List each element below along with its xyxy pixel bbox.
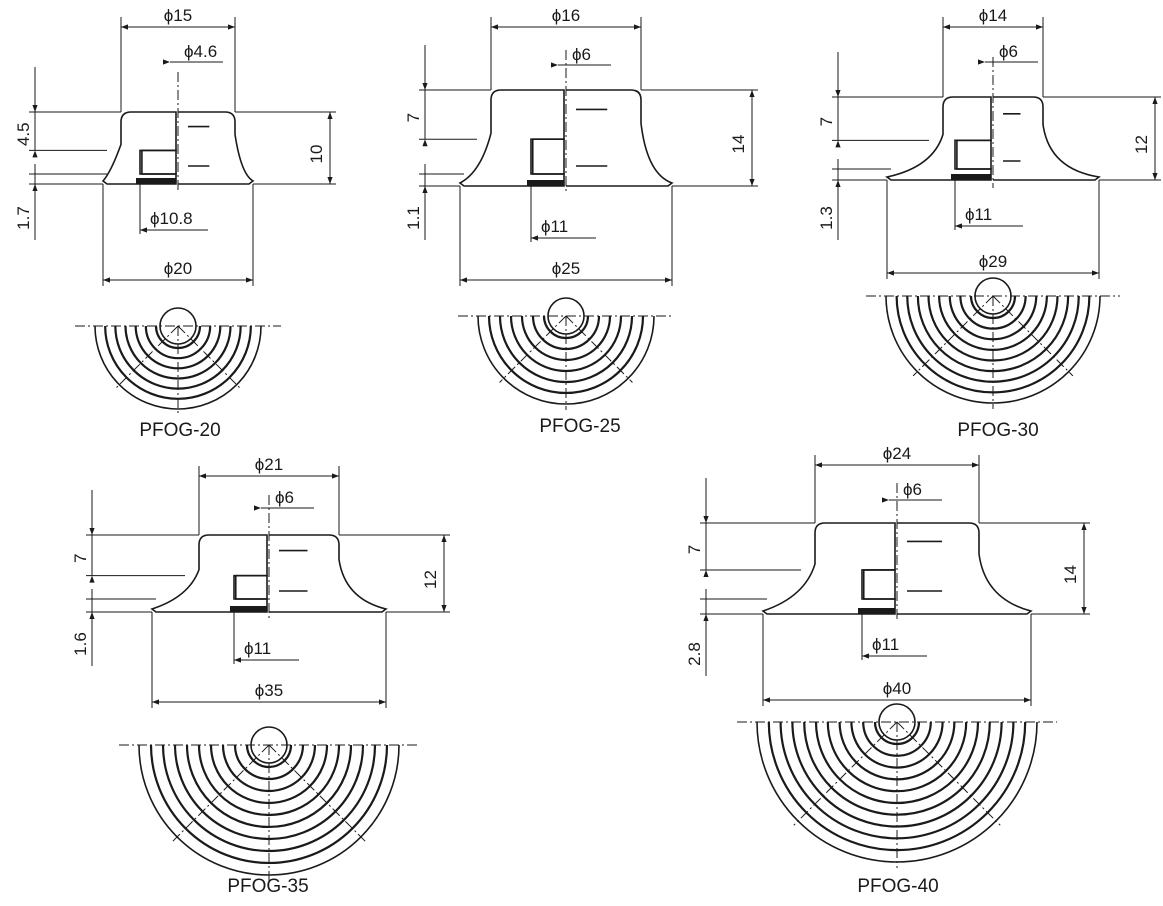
pfog-30-base-plate: [951, 174, 991, 180]
pfog-20-exterior: [178, 111, 255, 185]
pfog-20-bottom-hole-diameter-label: ϕ10.8: [150, 209, 193, 228]
pfog-25-top-diameter-label: ϕ16: [552, 6, 580, 25]
pfog-35-bottom-hole-diameter-label: ϕ11: [244, 639, 271, 658]
pfog-30-top-diameter-label: ϕ14: [979, 6, 1007, 25]
pfog-25-exterior: [566, 89, 674, 187]
pfog-25-total-height-label: 14: [729, 135, 748, 154]
pfog-30-plan-view: [866, 277, 1120, 409]
pfog-35-model-label: PFOG-35: [227, 876, 308, 897]
pfog-40-hole-diameter-label: ϕ6: [903, 480, 922, 499]
pfog-35-lip-height-label: 1.6: [71, 632, 90, 656]
pfog-40-base-plate: [858, 608, 895, 614]
pfog-25-model-label: PFOG-25: [539, 416, 620, 437]
pfog-20-outer-diameter-label: ϕ20: [164, 259, 192, 278]
pfog-40-lip-height-label: 2.8: [685, 642, 704, 666]
pfog-40-outer-diameter-label: ϕ40: [883, 679, 911, 698]
pfog-35-top-diameter-label: ϕ21: [255, 455, 283, 474]
pfog-20-total-height-label: 10: [307, 145, 326, 164]
pfog-25-lip-height-label: 1.1: [404, 206, 423, 230]
pfog-25-upper-height-label: 7: [404, 113, 423, 122]
pfog-25-section: [458, 89, 565, 187]
pfog-30-total-height-label: 12: [1132, 135, 1151, 154]
pfog-30-exterior: [993, 96, 1101, 181]
pfog-35-exterior: [269, 534, 388, 613]
pfog-35-hole-diameter-label: ϕ6: [275, 488, 294, 507]
pfog-35-outer-diameter-label: ϕ35: [255, 681, 283, 700]
pfog-20-model-label: PFOG-20: [139, 420, 220, 441]
pfog-35-plan-view: [119, 726, 419, 881]
pfog-30-section: [885, 96, 992, 181]
pfog-25-outer-diameter-label: ϕ25: [552, 259, 580, 278]
pfog-30-upper-height-label: 7: [817, 117, 836, 126]
pfog-25-hole-diameter-label: ϕ6: [572, 45, 591, 64]
pfog-30-bottom-hole-diameter-label: ϕ11: [965, 205, 992, 224]
pfog-20-plan-view: [75, 307, 281, 415]
pfog-40-plan-view: [737, 703, 1057, 868]
pfog-35-base-plate: [230, 606, 267, 612]
pfog-20-top-diameter-label: ϕ15: [164, 6, 192, 25]
pfog-25-bottom-hole-diameter-label: ϕ11: [541, 217, 568, 236]
pfog-35-section: [150, 534, 268, 613]
pfog-40-bottom-hole-diameter-label: ϕ11: [872, 635, 899, 654]
pfog-20-base-plate: [136, 178, 176, 184]
pfog-40-total-height-label: 14: [1061, 565, 1080, 584]
pfog-30-outer-diameter-label: ϕ29: [979, 252, 1007, 271]
pfog-35-upper-height-label: 7: [71, 554, 90, 563]
pfog-30-hole-diameter-label: ϕ6: [999, 42, 1018, 61]
pfog-30-lip-height-label: 1.3: [817, 206, 836, 230]
pfog-20-lip-height-label: 1.7: [14, 206, 33, 230]
pfog-40-top-diameter-label: ϕ24: [883, 444, 911, 463]
pfog-25-base-plate: [527, 180, 564, 186]
pfog-20-upper-height-label: 4.5: [14, 122, 33, 146]
pfog-20-hole-diameter-label: ϕ4.6: [184, 42, 217, 61]
pfog-40-model-label: PFOG-40: [857, 876, 938, 897]
pfog-40-section: [761, 522, 896, 615]
pfog-35-total-height-label: 12: [421, 570, 440, 589]
pfog-30-model-label: PFOG-30: [957, 420, 1038, 441]
pfog-40-exterior: [897, 522, 1033, 615]
pfog-40-upper-height-label: 7: [685, 545, 704, 554]
pfog-25-plan-view: [458, 297, 674, 410]
